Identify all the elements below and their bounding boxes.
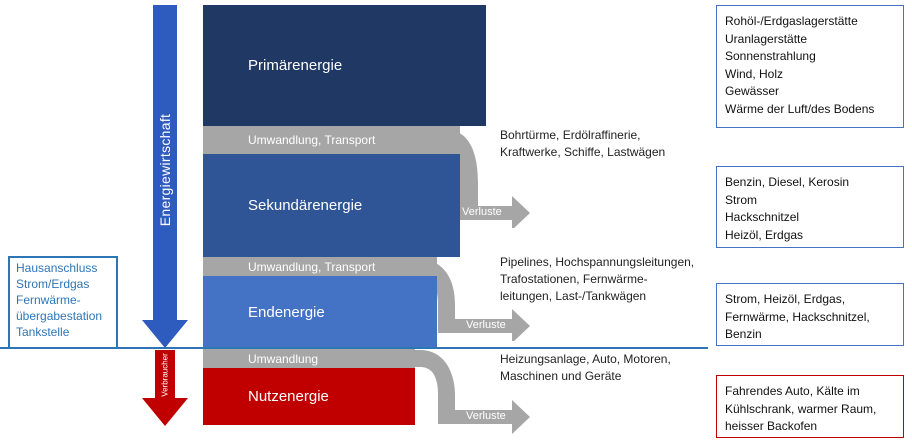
loss-label-2: Verluste <box>466 319 506 331</box>
useful-examples-box: Fahrendes Auto, Kälte im Kühlschrank, wa… <box>716 375 904 438</box>
primary-energy-block: Primärenergie <box>203 5 486 126</box>
conversion-band-1-label: Umwandlung, Transport <box>248 133 376 147</box>
conversion-band-3: Umwandlung <box>203 349 415 368</box>
consumer-line-4: übergabestation <box>16 309 103 323</box>
conversion-band-2: Umwandlung, Transport <box>203 257 437 276</box>
final-examples-box: Strom, Heizöl, Erdgas, Fernwärme, Hacksc… <box>716 283 904 346</box>
secondary-energy-block: Sekundärenergie <box>203 154 460 257</box>
consumer-line-3: Fernwärme- <box>16 293 81 307</box>
description-conversion-3: Heizungsanlage, Auto, Motoren, Maschinen… <box>500 352 671 383</box>
energiewirtschaft-arrow <box>142 5 188 348</box>
consumer-line-5: Tankstelle <box>16 325 70 339</box>
secondary-energy-label: Sekundärenergie <box>248 197 363 214</box>
loss-arrow-3 <box>400 350 530 434</box>
verbraucher-label: Verbraucher <box>160 353 170 397</box>
conversion-band-3-label: Umwandlung <box>248 351 319 366</box>
house-connection-box: Hausanschluss Strom/Erdgas Fernwärme- üb… <box>8 256 118 348</box>
loss-label-3: Verluste <box>466 410 506 422</box>
secondary-examples-box: Benzin, Diesel, Kerosin Strom Hackschnit… <box>716 166 904 248</box>
conversion-band-1: Umwandlung, Transport <box>203 126 460 154</box>
description-conversion-2: Pipelines, Hochspannungsleitungen, Trafo… <box>500 255 695 303</box>
energiewirtschaft-label: Energiewirtschaft <box>157 113 173 227</box>
useful-energy-label: Nutzenergie <box>248 388 329 405</box>
useful-energy-block: Nutzenergie <box>203 368 415 425</box>
primary-energy-label: Primärenergie <box>248 57 343 74</box>
verbraucher-arrow <box>142 350 188 426</box>
loss-label-1: Verluste <box>462 206 502 218</box>
primary-examples-box: Rohöl-/Erdgaslagerstätte Uranlagerstätte… <box>716 5 904 128</box>
description-conversion-1: Bohrtürme, Erdölraffinerie, Kraftwerke, … <box>500 128 666 159</box>
final-energy-label: Endenergie <box>248 303 325 321</box>
consumer-line-2: Strom/Erdgas <box>16 277 90 291</box>
final-energy-block: Endenergie <box>203 276 437 348</box>
conversion-band-2-label: Umwandlung, Transport <box>248 259 376 274</box>
consumer-boundary-line <box>0 347 708 349</box>
consumer-line-1: Hausanschluss <box>16 261 98 275</box>
